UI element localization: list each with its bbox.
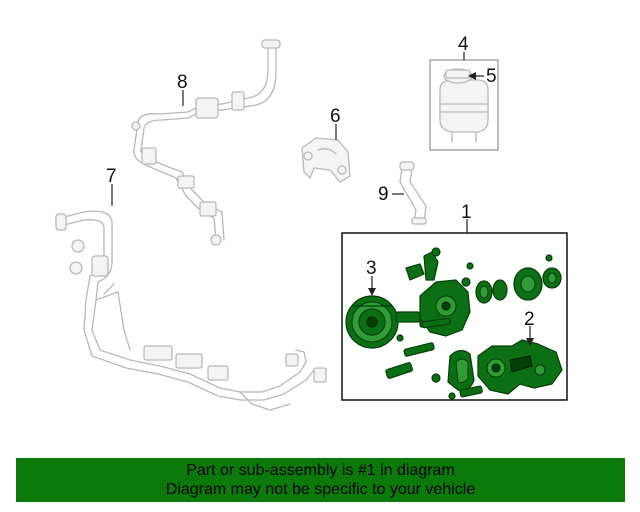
reservoir-cap-part-5[interactable]: [443, 68, 473, 84]
callout-1: 1: [461, 202, 472, 223]
bracket-part-6[interactable]: [301, 137, 351, 183]
callout-7: 7: [106, 166, 117, 187]
assembly-box-part-1: [341, 232, 568, 401]
return-hose-part-7[interactable]: [55, 210, 327, 411]
callout-6: 6: [330, 106, 341, 127]
callout-9: 9: [378, 184, 389, 205]
reservoir-assembly-part-4[interactable]: [429, 59, 499, 151]
callout-3: 3: [366, 258, 377, 279]
callout-8: 8: [177, 72, 188, 93]
banner-line-1: Part or sub-assembly is #1 in diagram: [186, 462, 455, 479]
callout-4: 4: [458, 34, 469, 55]
hose-part-9[interactable]: [399, 161, 427, 225]
callout-5: 5: [486, 66, 497, 87]
pressure-hose-part-8[interactable]: [131, 39, 281, 246]
pulley-part-3[interactable]: [345, 295, 399, 349]
callout-2: 2: [524, 309, 535, 330]
banner-line-2: Diagram may not be specific to your vehi…: [165, 481, 476, 498]
leader-lines: [111, 52, 534, 346]
info-banner: Part or sub-assembly is #1 in diagram Di…: [16, 458, 625, 502]
rear-housing-part-2[interactable]: [477, 339, 563, 395]
power-steering-pump-part-1[interactable]: [345, 247, 563, 400]
